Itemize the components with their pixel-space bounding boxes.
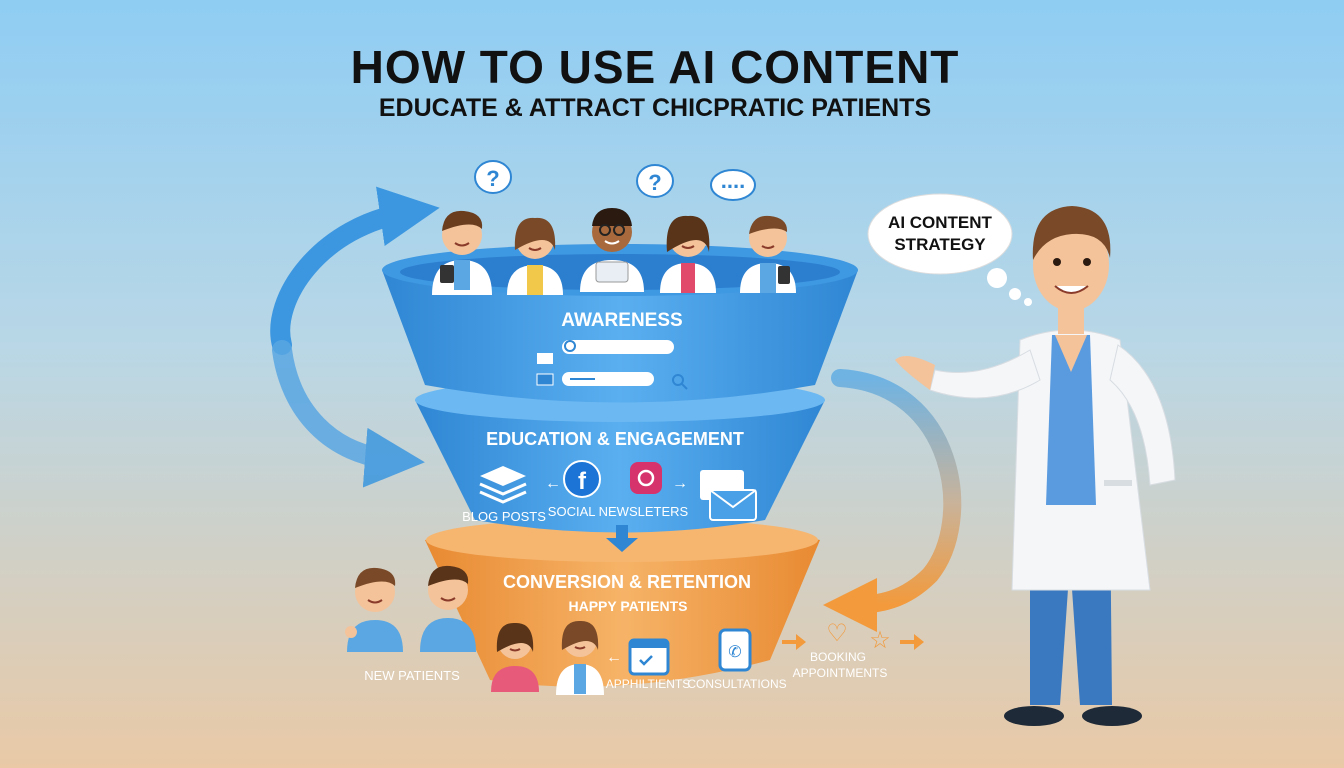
happy-patients-label: HAPPY PATIENTS bbox=[568, 598, 687, 614]
person-3 bbox=[580, 208, 644, 292]
thought-bubble bbox=[867, 193, 1032, 306]
star-icon: ☆ bbox=[869, 627, 891, 654]
booking-label-line1: BOOKING bbox=[810, 650, 866, 664]
people-group bbox=[432, 208, 796, 295]
down-arrow-icon bbox=[606, 525, 638, 552]
person-4 bbox=[660, 215, 716, 293]
blog-posts-label: BLOG POSTS bbox=[462, 509, 546, 524]
heart-icon: ♡ bbox=[826, 620, 848, 647]
appointments-label: APPHILTIENTS bbox=[606, 677, 690, 691]
thought-bubble-line1: AI CONTENT bbox=[888, 213, 992, 232]
person-1 bbox=[432, 210, 492, 295]
svg-text:f: f bbox=[578, 468, 587, 495]
bubble-mark-2: ? bbox=[648, 170, 661, 195]
thought-bubble-text: AI CONTENT STRATEGY bbox=[866, 212, 1014, 256]
person-5 bbox=[740, 215, 796, 293]
consultations-label: CONSULTATIONS bbox=[687, 677, 786, 691]
person-2 bbox=[507, 217, 563, 295]
awareness-label: AWARENESS bbox=[561, 310, 682, 331]
calendar-icon bbox=[628, 638, 670, 676]
newsletter-icon bbox=[700, 470, 757, 521]
instagram-icon bbox=[630, 462, 662, 494]
thought-bubble-line2: STRATEGY bbox=[894, 235, 986, 254]
search-bar-icon bbox=[536, 340, 688, 390]
cycle-arrow-right bbox=[823, 369, 962, 632]
arrow-left-icon: ← bbox=[545, 475, 561, 492]
page-title: HOW TO USE AI CONTENT bbox=[350, 41, 960, 93]
speech-bubble-icon bbox=[474, 160, 756, 201]
booking-icons: ♡ ☆ bbox=[782, 620, 924, 654]
social-newsletters-label: SOCIAL NEWSLETERS bbox=[548, 504, 689, 519]
funnel-tier-awareness bbox=[382, 244, 858, 403]
svg-text:✆: ✆ bbox=[728, 644, 741, 661]
blog-posts-icon bbox=[479, 466, 527, 504]
bubble-mark-1: ? bbox=[486, 166, 499, 191]
new-patients-label: NEW PATIENTS bbox=[364, 668, 460, 683]
happy-patients-people bbox=[491, 620, 604, 695]
bubble-mark-3: .... bbox=[721, 168, 745, 193]
page-subtitle: EDUCATE & ATTRACT CHICPRATIC PATIENTS bbox=[378, 94, 932, 122]
booking-label-line2: APPOINTMENTS bbox=[793, 666, 888, 680]
arrow-right-icon: → bbox=[672, 475, 688, 492]
education-label: EDUCATION & ENGAGEMENT bbox=[486, 429, 744, 449]
new-patients-people bbox=[345, 565, 476, 652]
cycle-arrow-left bbox=[270, 186, 440, 488]
doctor-figure bbox=[895, 206, 1176, 726]
phone-icon: ✆ bbox=[718, 628, 752, 672]
facebook-icon: f bbox=[563, 460, 601, 498]
conversion-label: CONVERSION & RETENTION bbox=[503, 572, 751, 592]
arrow-left-icon: ← bbox=[606, 649, 622, 666]
